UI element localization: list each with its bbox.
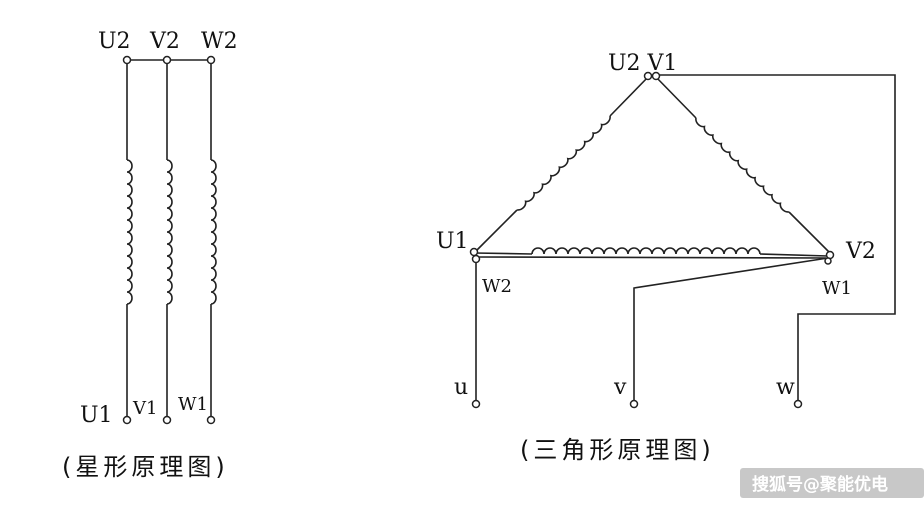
star-label-v2: V2 — [149, 29, 180, 54]
star-diagram: U2 V2 W2 U1 V1 W1 (星形原理图) — [62, 29, 238, 481]
delta-edge-left-wire-a — [609, 74, 651, 117]
delta-edge-left-wire-b — [473, 209, 518, 254]
delta-edge-bottom-wire-a — [473, 252, 533, 255]
delta-coil-left — [517, 115, 611, 211]
delta-node-v1 — [651, 71, 661, 81]
star-coil-u — [126, 159, 133, 305]
delta-label-w2: W2 — [482, 276, 512, 297]
delta-label-top: U2 V1 — [608, 51, 677, 76]
delta-output-v-wire — [633, 257, 829, 402]
star-caption: (星形原理图) — [62, 453, 229, 481]
star-terminal-u1 — [122, 415, 132, 425]
delta-terminal-u — [471, 399, 481, 409]
delta-tie-line — [475, 256, 827, 259]
delta-label-output-w: w — [776, 375, 795, 400]
delta-node-u2 — [643, 71, 653, 81]
star-coil-v — [166, 159, 173, 305]
delta-node-w2 — [471, 254, 481, 264]
star-terminal-w1 — [206, 415, 216, 425]
star-terminal-w2 — [206, 55, 216, 65]
star-coil-w — [210, 159, 217, 305]
watermark-text: 搜狐号@聚能优电 — [752, 474, 888, 495]
delta-edge-right-wire-b — [788, 211, 833, 256]
star-label-v1: V1 — [132, 398, 157, 419]
star-label-u1: U1 — [80, 403, 113, 428]
delta-label-output-v: v — [613, 375, 627, 400]
delta-output-w-wire — [654, 74, 896, 402]
delta-edge-right-wire-a — [653, 74, 697, 119]
delta-node-w1 — [824, 257, 832, 265]
delta-edge-bottom-wire-b — [759, 253, 829, 257]
delta-label-w1: W1 — [822, 278, 852, 299]
delta-label-u1: U1 — [436, 229, 469, 254]
delta-coil-bottom — [531, 247, 761, 255]
star-label-w1: W1 — [178, 394, 208, 415]
star-label-u2: U2 — [98, 29, 131, 54]
watermark-background — [740, 468, 924, 498]
star-terminal-v2 — [162, 55, 172, 65]
delta-terminal-w — [793, 399, 803, 409]
delta-terminal-v — [629, 399, 639, 409]
delta-diagram: U2 V1 U1 W2 V2 W1 u v w (三角形原理图) — [436, 51, 896, 464]
watermark: 搜狐号@聚能优电 — [740, 468, 924, 498]
star-terminal-u2 — [122, 55, 132, 65]
delta-caption: (三角形原理图) — [520, 436, 715, 464]
delta-node-u1 — [469, 247, 479, 257]
delta-label-v2: V2 — [845, 239, 876, 264]
delta-label-output-u: u — [454, 375, 468, 400]
star-terminal-v1 — [162, 415, 172, 425]
delta-coil-right — [695, 117, 789, 213]
star-label-w2: W2 — [201, 29, 238, 54]
